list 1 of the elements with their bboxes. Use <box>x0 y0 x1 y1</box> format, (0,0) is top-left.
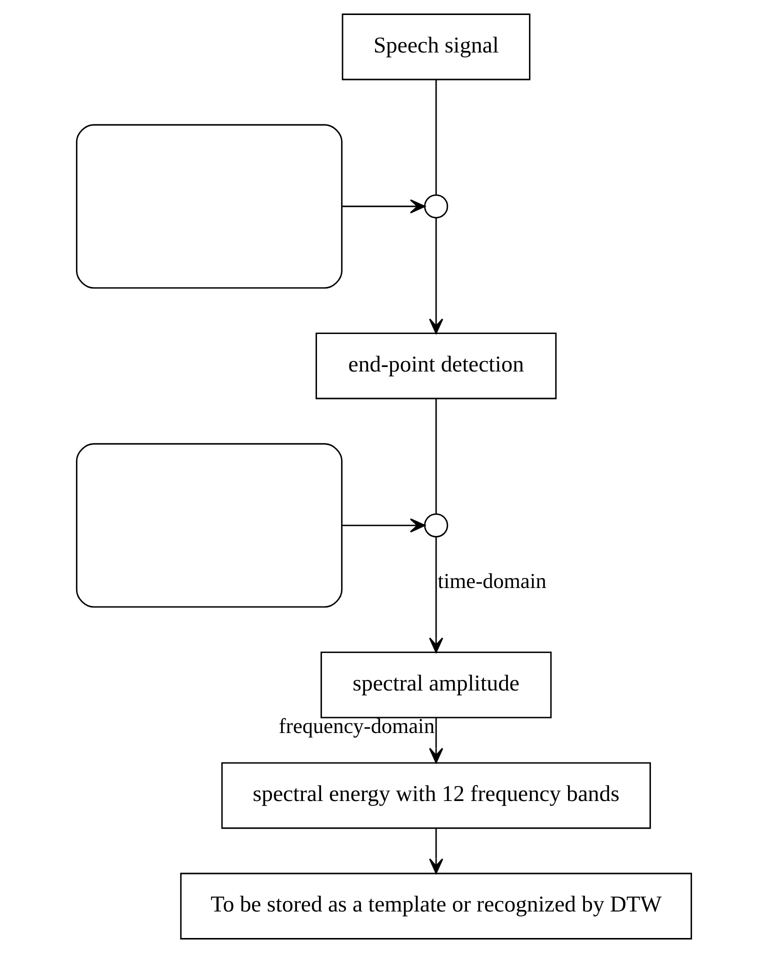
edge-label: time-domain <box>438 569 546 594</box>
